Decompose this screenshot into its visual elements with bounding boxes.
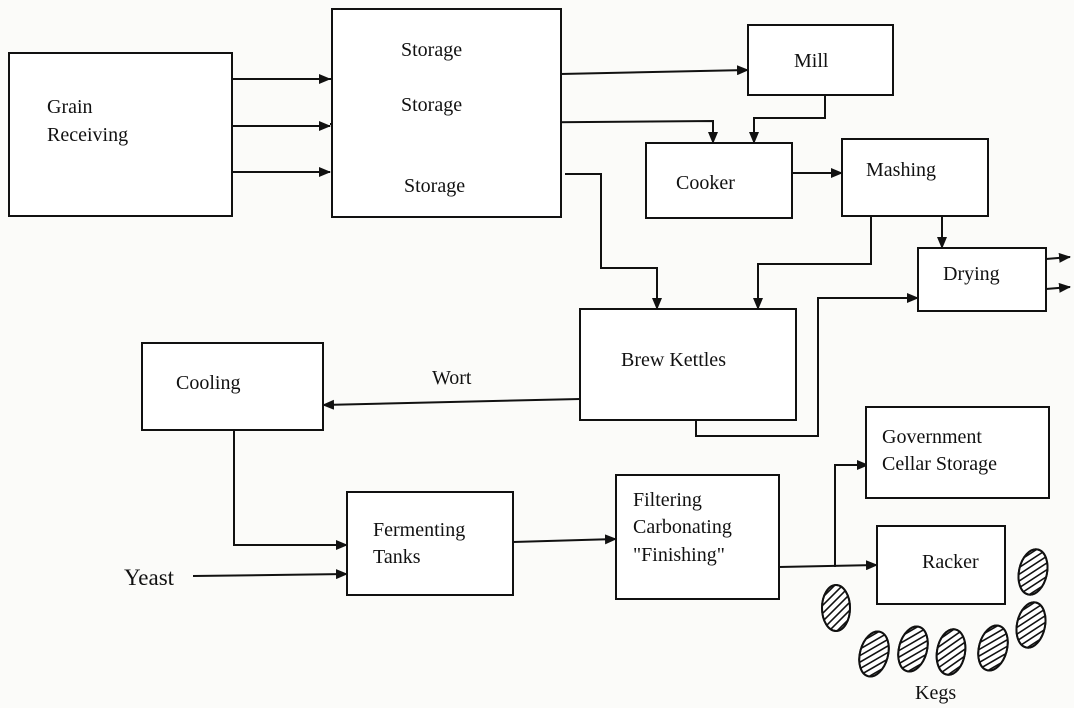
mill-label: Mill xyxy=(794,50,829,72)
node-grain-receiving: Grain Receiving xyxy=(9,53,232,216)
node-racker: Racker xyxy=(877,526,1005,604)
storage-label-1: Storage xyxy=(401,39,462,61)
arrow-mashing-to-brew-kettles xyxy=(758,216,871,309)
grain-receiving-label-line2: Receiving xyxy=(47,124,128,146)
arrow-yeast-to-fermenting xyxy=(193,574,347,576)
node-cooker: Cooker xyxy=(646,143,792,218)
brew-kettles-label: Brew Kettles xyxy=(621,349,726,371)
arrow-brew-kettles-to-cooling xyxy=(323,399,580,405)
finishing-label-line2: Carbonating xyxy=(633,516,732,538)
node-mill: Mill xyxy=(748,25,893,95)
wort-label: Wort xyxy=(432,367,472,389)
node-cooling: Cooling xyxy=(142,343,323,430)
arrow-drying-output-1 xyxy=(1046,257,1070,259)
gov-storage-label-line2: Cellar Storage xyxy=(882,453,997,475)
arrow-mill-to-cooker xyxy=(754,95,825,143)
node-drying: Drying xyxy=(918,248,1046,311)
finishing-label-line1: Filtering xyxy=(633,489,702,511)
mashing-label: Mashing xyxy=(866,159,936,181)
finishing-label-line3: "Finishing" xyxy=(633,544,725,566)
arrow-finishing-to-racker xyxy=(779,565,877,567)
cooker-label: Cooker xyxy=(676,172,735,194)
node-fermenting-tanks: Fermenting Tanks xyxy=(347,492,513,595)
fermenting-label-line2: Tanks xyxy=(373,546,421,568)
arrow-storage-to-brew-kettles xyxy=(565,174,657,309)
arrow-drying-output-2 xyxy=(1046,287,1070,289)
node-government-cellar-storage: Government Cellar Storage xyxy=(866,407,1049,498)
fermenting-label-line1: Fermenting xyxy=(373,519,465,541)
storage-label-3: Storage xyxy=(404,175,465,197)
arrow-cooling-to-fermenting xyxy=(234,430,347,545)
gov-storage-label-line1: Government xyxy=(882,426,982,448)
node-finishing: Filtering Carbonating "Finishing" xyxy=(616,475,779,599)
node-storage: Storage Storage Storage xyxy=(332,9,561,217)
kegs-label: Kegs xyxy=(915,682,956,704)
storage-label-2: Storage xyxy=(401,94,462,116)
yeast-label: Yeast xyxy=(124,565,175,590)
grain-receiving-label-line1: Grain xyxy=(47,96,93,118)
node-mashing: Mashing xyxy=(842,139,988,216)
cooling-label: Cooling xyxy=(176,372,240,394)
node-brew-kettles: Brew Kettles xyxy=(580,309,796,420)
racker-label: Racker xyxy=(922,551,979,573)
arrow-fermenting-to-finishing xyxy=(513,539,616,542)
drying-label: Drying xyxy=(943,263,1000,285)
arrow-finishing-to-gov-storage xyxy=(835,465,868,567)
